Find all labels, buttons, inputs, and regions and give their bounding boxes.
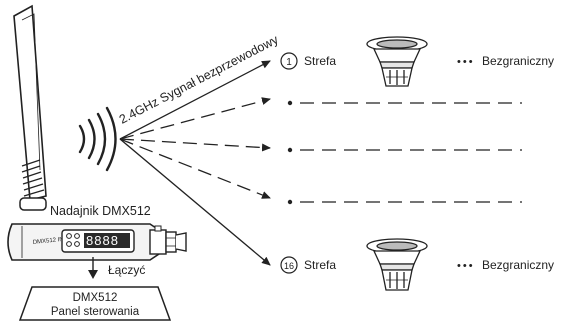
antenna-ribs	[21, 159, 45, 197]
zone-number-badge	[280, 52, 298, 70]
zone-label: Strefa	[304, 54, 336, 68]
led-display	[84, 233, 130, 248]
downlight-icon	[366, 238, 428, 291]
control-panel-line1: DMX512	[73, 292, 118, 304]
control-panel: DMX512 Panel sterowania	[18, 286, 172, 321]
zone-row-first: 1 Strefa ••• Bezgraniczny	[280, 36, 554, 87]
antenna-hinge	[19, 197, 47, 211]
zone-row-intermediate	[287, 100, 522, 205]
zone-number: 16	[284, 261, 294, 271]
zone-dot	[287, 199, 293, 205]
ray-zone-16	[119, 138, 271, 266]
down-button	[74, 233, 80, 239]
transmitter-side-label: DMX512 IN	[33, 237, 64, 246]
unlimited-label: Bezgraniczny	[482, 258, 554, 272]
up-button	[66, 241, 72, 247]
wireless-waves-icon	[78, 106, 117, 172]
zone-number-badge	[280, 256, 298, 274]
antenna	[13, 4, 47, 211]
zone-label: Strefa	[304, 258, 336, 272]
connect-label: Łączyć	[108, 263, 145, 277]
ellipsis: •••	[457, 260, 475, 272]
display-digits: 8888	[86, 233, 119, 248]
menu-button	[66, 233, 72, 239]
control-panel-line2: Panel sterowania	[51, 306, 140, 318]
ray-zone-2	[119, 97, 271, 140]
transmitter-label: Nadajnik DMX512	[50, 204, 151, 218]
enter-button	[74, 241, 80, 247]
zone-row-last: 16 Strefa ••• Bezgraniczny	[280, 238, 554, 291]
downlight-icon	[366, 36, 428, 87]
ellipsis: •••	[457, 56, 475, 68]
xlr-connector	[149, 225, 187, 255]
zone-number: 1	[286, 57, 292, 68]
unlimited-label: Bezgraniczny	[482, 54, 554, 68]
zone-dot	[287, 100, 293, 106]
connect-arrow	[88, 257, 98, 279]
ray-zone-3	[119, 138, 271, 152]
zone-dot	[287, 147, 293, 153]
ray-zone-1	[119, 60, 271, 140]
dmx-transmitter: DMX512 IN 8888	[7, 223, 187, 261]
signal-label: 2.4GHz Sygnał bezprzewodowy	[117, 32, 281, 127]
ray-zone-4	[119, 138, 271, 199]
signal-rays	[119, 60, 271, 266]
